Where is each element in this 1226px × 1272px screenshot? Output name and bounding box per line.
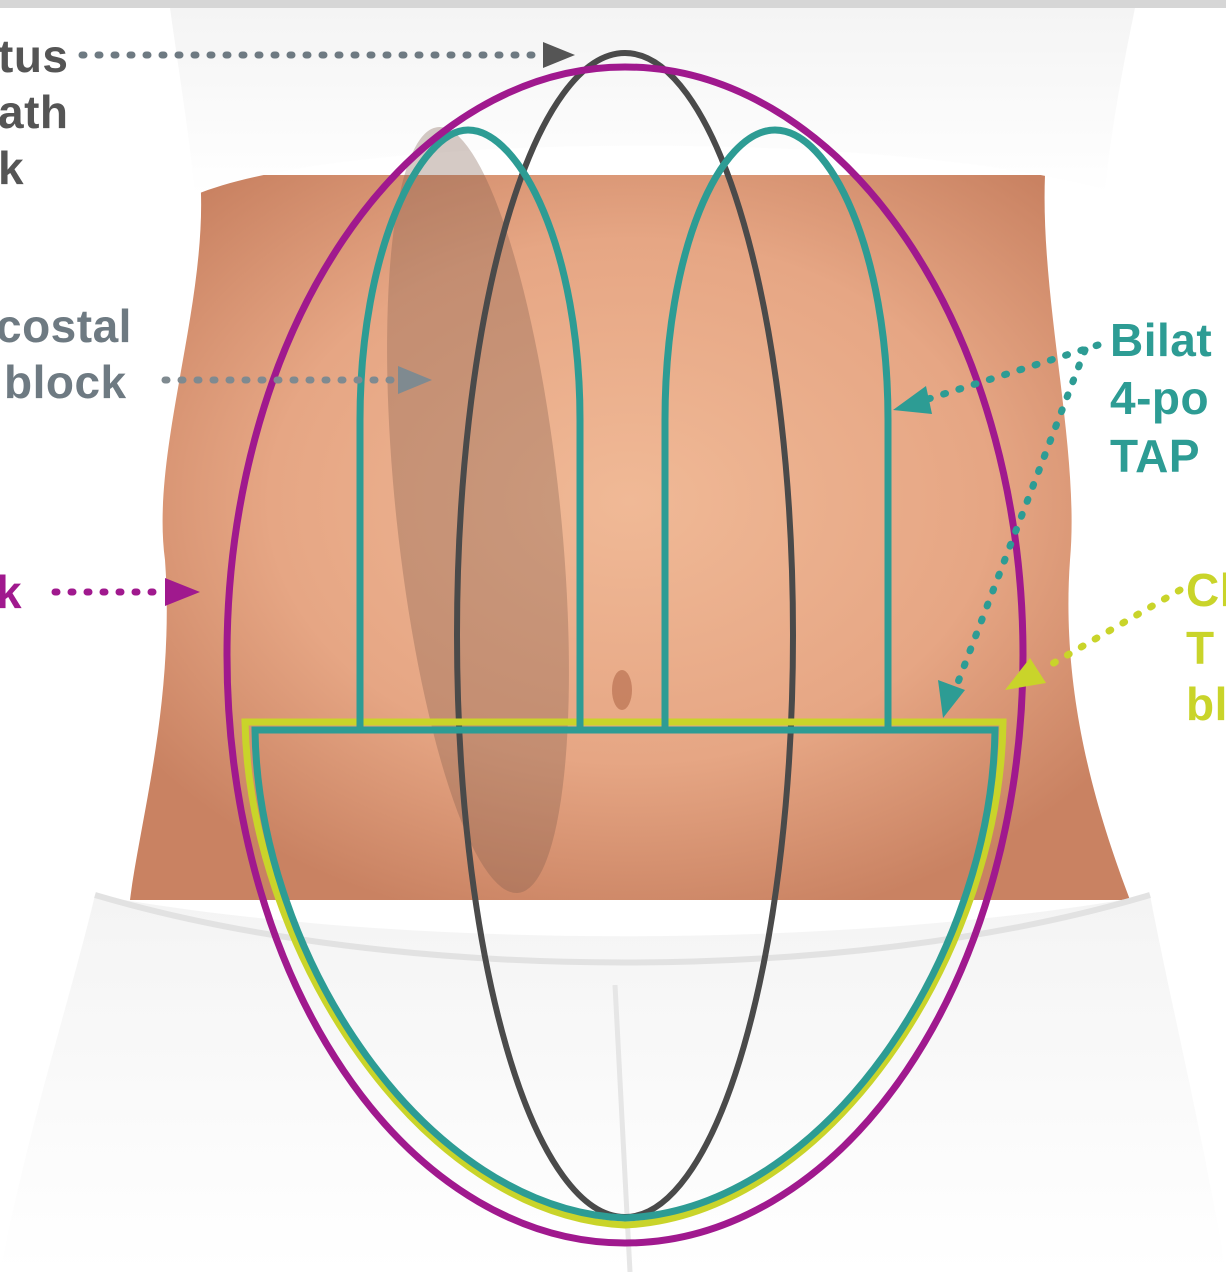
quadratus-lumborum-label: k (0, 566, 22, 618)
top-border (0, 0, 1226, 8)
tap-4-point-label-line-2: 4-po (1110, 372, 1209, 424)
classic-tap-label-line-1: Cl (1186, 564, 1226, 616)
subcostal-label-line-1: costal (0, 300, 132, 352)
quadratus-label-line-1: k (0, 566, 22, 618)
rectus-sheath-label-line-3: k (0, 142, 24, 194)
rectus-sheath-label-line-2: ath (0, 86, 69, 138)
rectus-sheath-label-line-1: tus (0, 30, 69, 82)
classic-tap-label-line-3: bl (1186, 678, 1226, 730)
tap-4-point-label-line-1: Bilat (1110, 314, 1212, 366)
tap-4-point-label-line-3: TAP (1110, 430, 1200, 482)
subcostal-label-line-2: block (4, 356, 127, 408)
classic-tap-label-line-2: T (1186, 622, 1215, 674)
torso-skin (130, 175, 1130, 900)
navel (612, 670, 632, 710)
tap-4-point-label: Bilat 4-po TAP (1110, 314, 1212, 482)
